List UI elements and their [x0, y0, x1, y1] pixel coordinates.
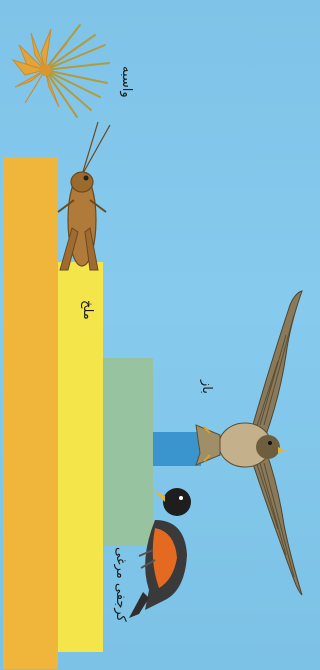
- hawk-icon: [190, 285, 310, 600]
- robin-bird-icon: [125, 480, 200, 620]
- hawk-label: باز: [199, 380, 214, 394]
- grasshopper-icon: [52, 120, 112, 280]
- grass-label: واسبه: [119, 66, 134, 98]
- bird-label: کرجفی مرغی: [113, 547, 128, 622]
- grasshopper-level-bar: [58, 262, 103, 652]
- grass-level-bar: [3, 157, 58, 669]
- grasshopper-label: ملخ: [80, 300, 95, 320]
- grass-plant-icon: [5, 15, 115, 125]
